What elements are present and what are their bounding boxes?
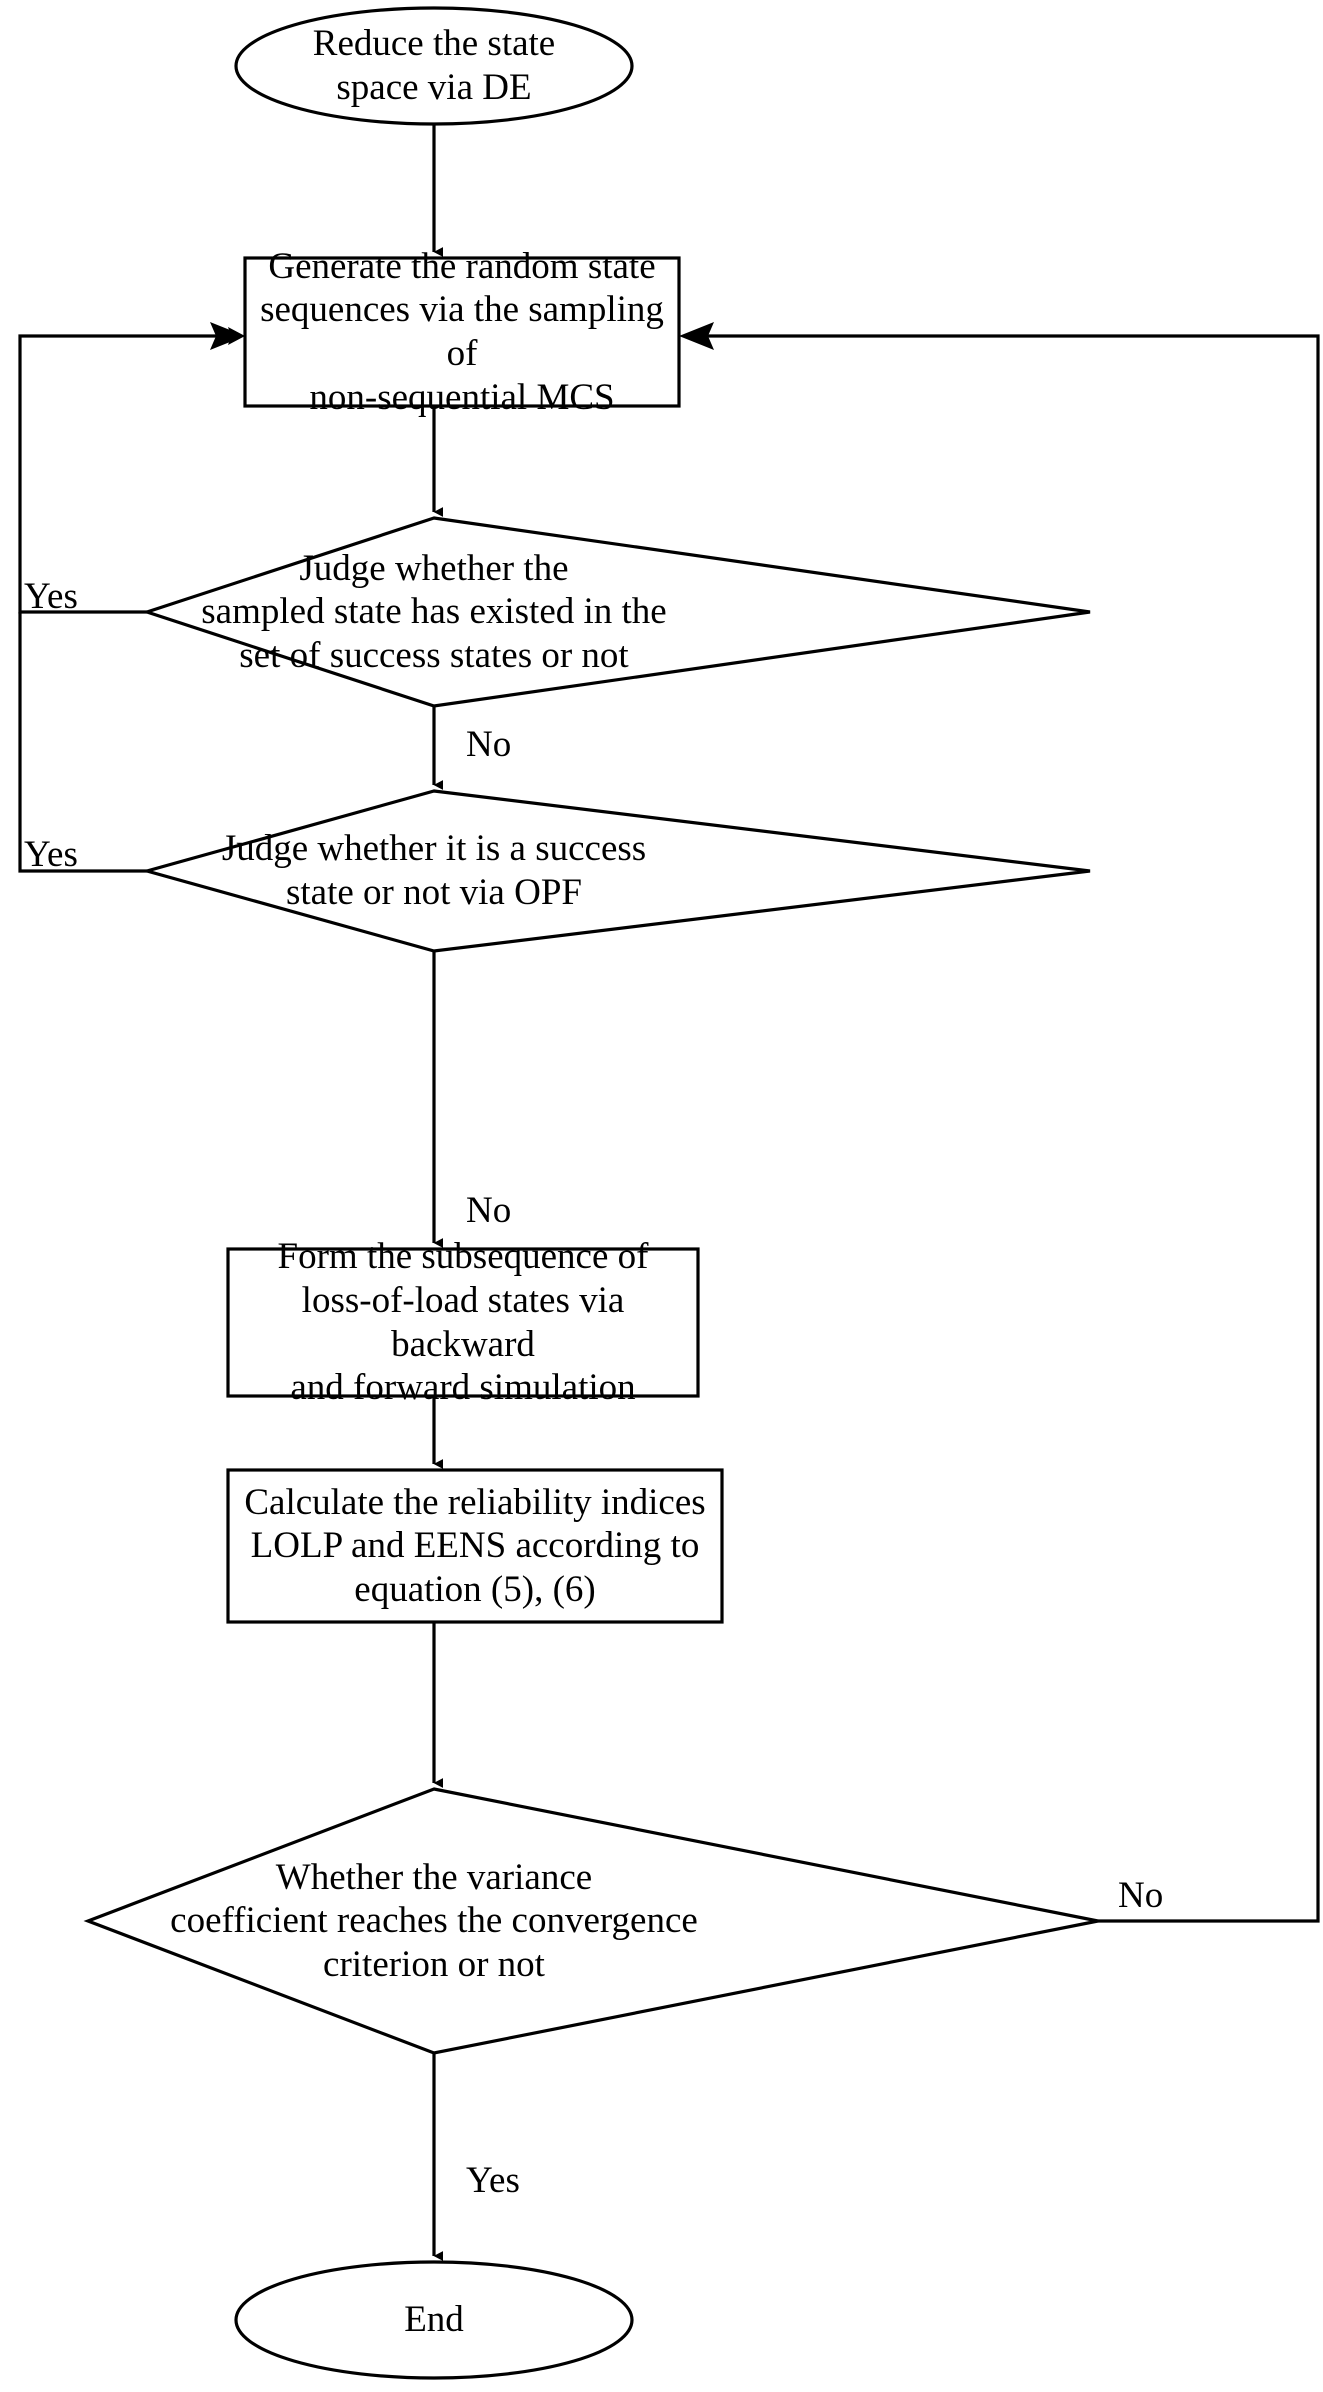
node-judge-success-shape [141,789,1091,953]
edge-label-no-converged: No [1118,1875,1164,1916]
edge-label-no-success: No [466,1190,512,1231]
edge-whether-variance-no-loop [685,334,1320,1923]
edge-label-yes-converged: Yes [466,2160,520,2201]
edge-whether-variance-no-arrowhead [679,322,714,350]
node-start-shape [234,6,634,126]
edge-judge-existed-yes-arrowhead-fill [210,322,245,350]
node-end-shape [234,2260,634,2380]
edge-label-yes-success: Yes [24,834,78,875]
node-whether-variance-shape [83,1787,1099,2055]
node-calculate-shape [226,1468,724,1624]
edge-judge-existed-yes-loop [18,334,239,614]
node-form-subsequence-shape [226,1247,700,1398]
edge-label-yes-existed: Yes [24,576,78,617]
edge-judge-success-yes-loop [18,612,147,873]
edge-label-no-existed: No [466,724,512,765]
node-judge-existed-shape [141,516,1091,708]
node-generate-shape [243,256,681,408]
